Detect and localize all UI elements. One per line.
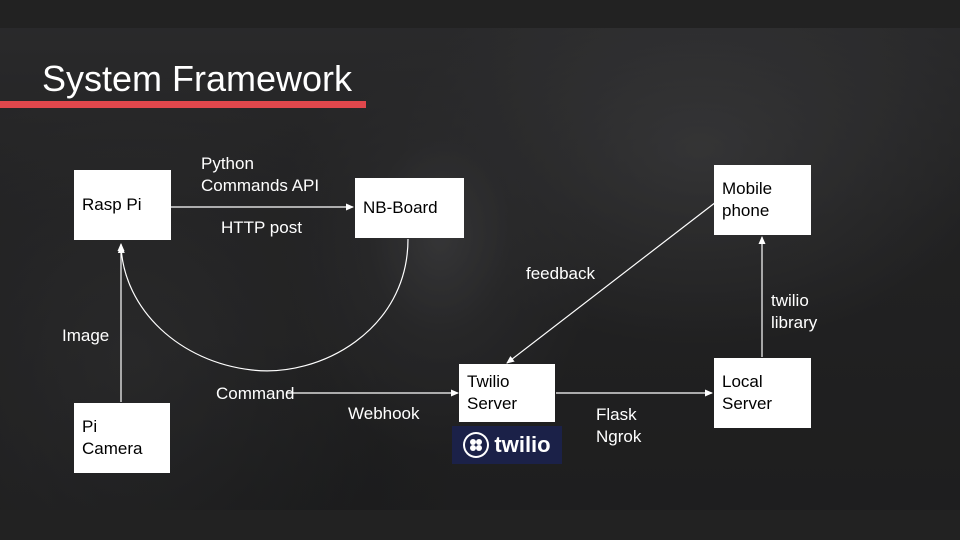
label-command: Command (216, 384, 295, 403)
label-http-post: HTTP post (221, 218, 302, 237)
label-flask-ngrok: Flask Ngrok (596, 405, 642, 446)
label-webhook: Webhook (348, 404, 420, 423)
twilio-logo: twilio (452, 426, 562, 464)
node-twilio-server: Twilio Server (459, 364, 555, 422)
slide-title: System Framework (42, 58, 353, 99)
title-underline (0, 101, 366, 108)
label-twilio-library: twilio library (771, 291, 818, 332)
node-rasp-pi: Rasp Pi (74, 170, 171, 240)
node-local-server: Local Server (714, 358, 811, 428)
label-image: Image (62, 326, 110, 345)
node-nb-board: NB-Board (355, 178, 464, 238)
label-python-commands-api: Python Commands API (201, 154, 320, 195)
edge-mobile-to-twilio-feedback (506, 201, 717, 364)
edge-nbboard-to-raspi-curve (117, 238, 409, 372)
node-mobile-phone: Mobile phone (714, 165, 811, 235)
twilio-logo-icon (463, 432, 490, 458)
label-feedback: feedback (526, 264, 595, 283)
twilio-logo-text: twilio (494, 432, 551, 457)
node-pi-camera: Pi Camera (74, 403, 170, 473)
